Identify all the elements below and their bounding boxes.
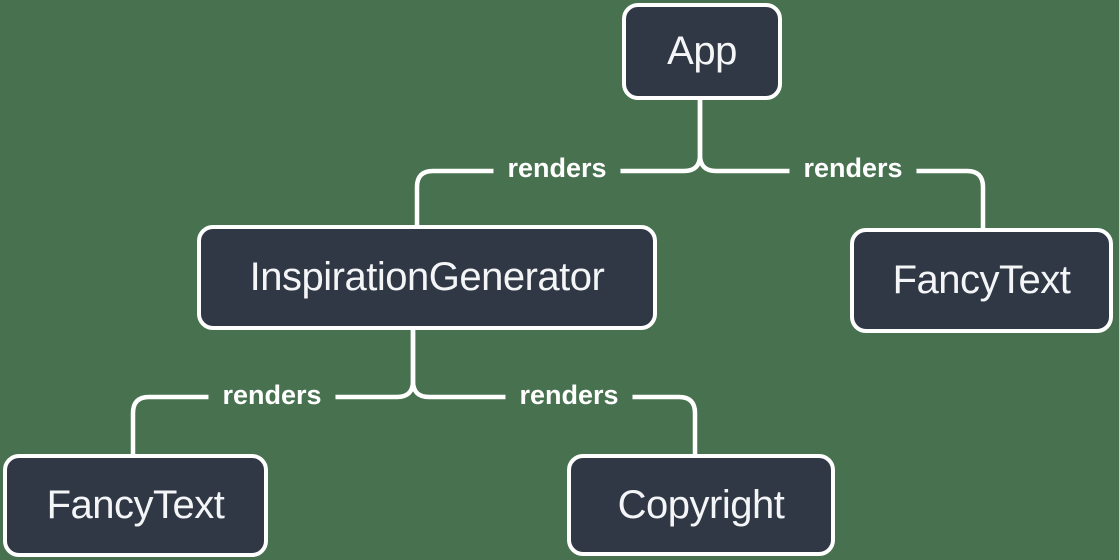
node-fancy-text-top-label: FancyText [892,258,1071,302]
node-inspiration-generator: InspirationGenerator [197,225,657,330]
node-fancy-text-bottom: FancyText [3,454,268,557]
node-copyright-label: Copyright [617,482,785,527]
edge-label-inspirationgenerator-copyright: renders [505,379,633,413]
node-inspiration-generator-label: InspirationGenerator [249,255,605,299]
node-fancy-text-bottom-label: FancyText [46,483,225,527]
edge-label-app-fancytext: renders [789,152,917,186]
node-copyright: Copyright [567,454,835,556]
node-app-label: App [667,29,737,73]
node-fancy-text-top: FancyText [850,228,1113,333]
edge-label-inspirationgenerator-fancytext: renders [208,379,336,413]
edge-label-app-inspirationgenerator: renders [493,152,621,186]
node-app: App [622,3,782,100]
